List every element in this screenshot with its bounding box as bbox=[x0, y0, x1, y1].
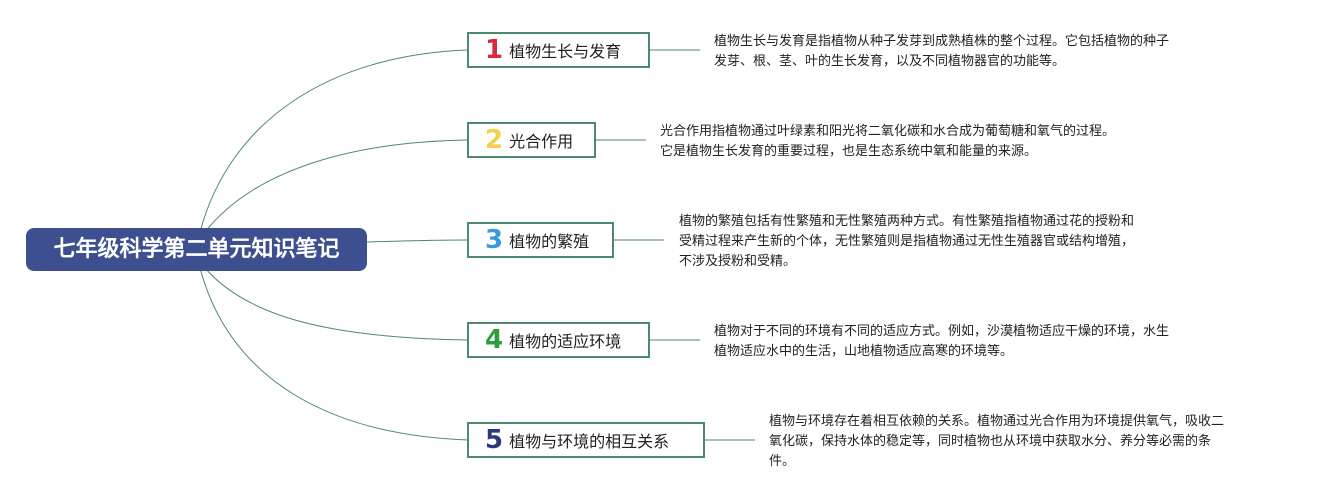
description-line: 植物对于不同的环境有不同的适应方式。例如，沙漠植物适应干燥的环境，水生 bbox=[714, 324, 1170, 339]
topic-number-1: 1 bbox=[485, 35, 504, 65]
topic-node-4[interactable]: 4 植物的适应环境 bbox=[467, 322, 650, 358]
topic-description-4: 植物对于不同的环境有不同的适应方式。例如，沙漠植物适应干燥的环境，水生 植物适应… bbox=[714, 322, 1169, 362]
topic-node-2[interactable]: 2 光合作用 bbox=[467, 122, 596, 158]
root-title: 七年级科学第二单元知识笔记 bbox=[53, 237, 340, 262]
topic-description-2: 光合作用指植物通过叶绿素和阳光将二氧化碳和水合成为葡萄糖和氧气的过程。 它是植物… bbox=[660, 122, 1115, 162]
description-line: 光合作用指植物通过叶绿素和阳光将二氧化碳和水合成为葡萄糖和氧气的过程。 bbox=[660, 124, 1116, 139]
description-line: 发芽、根、茎、叶的生长发育，以及不同植物器官的功能等。 bbox=[714, 54, 1066, 69]
connector-root-topic-4 bbox=[204, 267, 469, 341]
description-line: 植物生长与发育是指植物从种子发芽到成熟植株的整个过程。它包括植物的种子 bbox=[714, 34, 1170, 49]
topic-label-5: 植物与环境的相互关系 bbox=[509, 432, 670, 451]
description-line: 植物的繁殖包括有性繁殖和无性繁殖两种方式。有性繁殖指植物通过花的授粉和 bbox=[679, 214, 1135, 229]
description-line: 不涉及授粉和受精。 bbox=[679, 254, 797, 269]
topic-number-3: 3 bbox=[485, 225, 504, 255]
topic-number-2: 2 bbox=[485, 125, 504, 155]
description-line: 植物适应水中的生活，山地植物适应高寒的环境等。 bbox=[714, 344, 1014, 359]
description-line: 氧化碳，保持水体的稳定等，同时植物也从环境中获取水分、养分等必需的条 bbox=[769, 434, 1212, 449]
description-line: 植物与环境存在着相互依赖的关系。植物通过光合作用为环境提供氧气，吸收二 bbox=[769, 414, 1225, 429]
connector-root-topic-1 bbox=[199, 49, 469, 233]
topic-node-3[interactable]: 3 植物的繁殖 bbox=[467, 222, 614, 258]
topic-description-3: 植物的繁殖包括有性繁殖和无性繁殖两种方式。有性繁殖指植物通过花的授粉和 受精过程… bbox=[679, 212, 1134, 272]
connector-root-topic-5 bbox=[199, 267, 469, 441]
root-node[interactable]: 七年级科学第二单元知识笔记 bbox=[26, 228, 367, 271]
topic-description-5: 植物与环境存在着相互依赖的关系。植物通过光合作用为环境提供氧气，吸收二 氧化碳，… bbox=[769, 412, 1224, 472]
topic-node-1[interactable]: 1 植物生长与发育 bbox=[467, 32, 650, 68]
topic-label-2: 光合作用 bbox=[509, 132, 574, 151]
topic-label-3: 植物的繁殖 bbox=[509, 232, 590, 251]
topic-number-5: 5 bbox=[485, 425, 504, 455]
topic-number-4: 4 bbox=[485, 325, 504, 355]
connector-root-topic-2 bbox=[204, 139, 469, 233]
connector-root-topic-3 bbox=[366, 239, 469, 243]
description-line: 受精过程来产生新的个体，无性繁殖则是指植物通过无性生殖器官或结构增殖， bbox=[679, 234, 1135, 249]
topic-label-4: 植物的适应环境 bbox=[509, 332, 622, 351]
topic-description-1: 植物生长与发育是指植物从种子发芽到成熟植株的整个过程。它包括植物的种子 发芽、根… bbox=[714, 32, 1169, 72]
description-line: 它是植物生长发育的重要过程，也是生态系统中氧和能量的来源。 bbox=[660, 144, 1038, 159]
topic-node-5[interactable]: 5 植物与环境的相互关系 bbox=[467, 422, 705, 458]
topic-label-1: 植物生长与发育 bbox=[509, 42, 622, 61]
description-line: 件。 bbox=[769, 454, 796, 469]
